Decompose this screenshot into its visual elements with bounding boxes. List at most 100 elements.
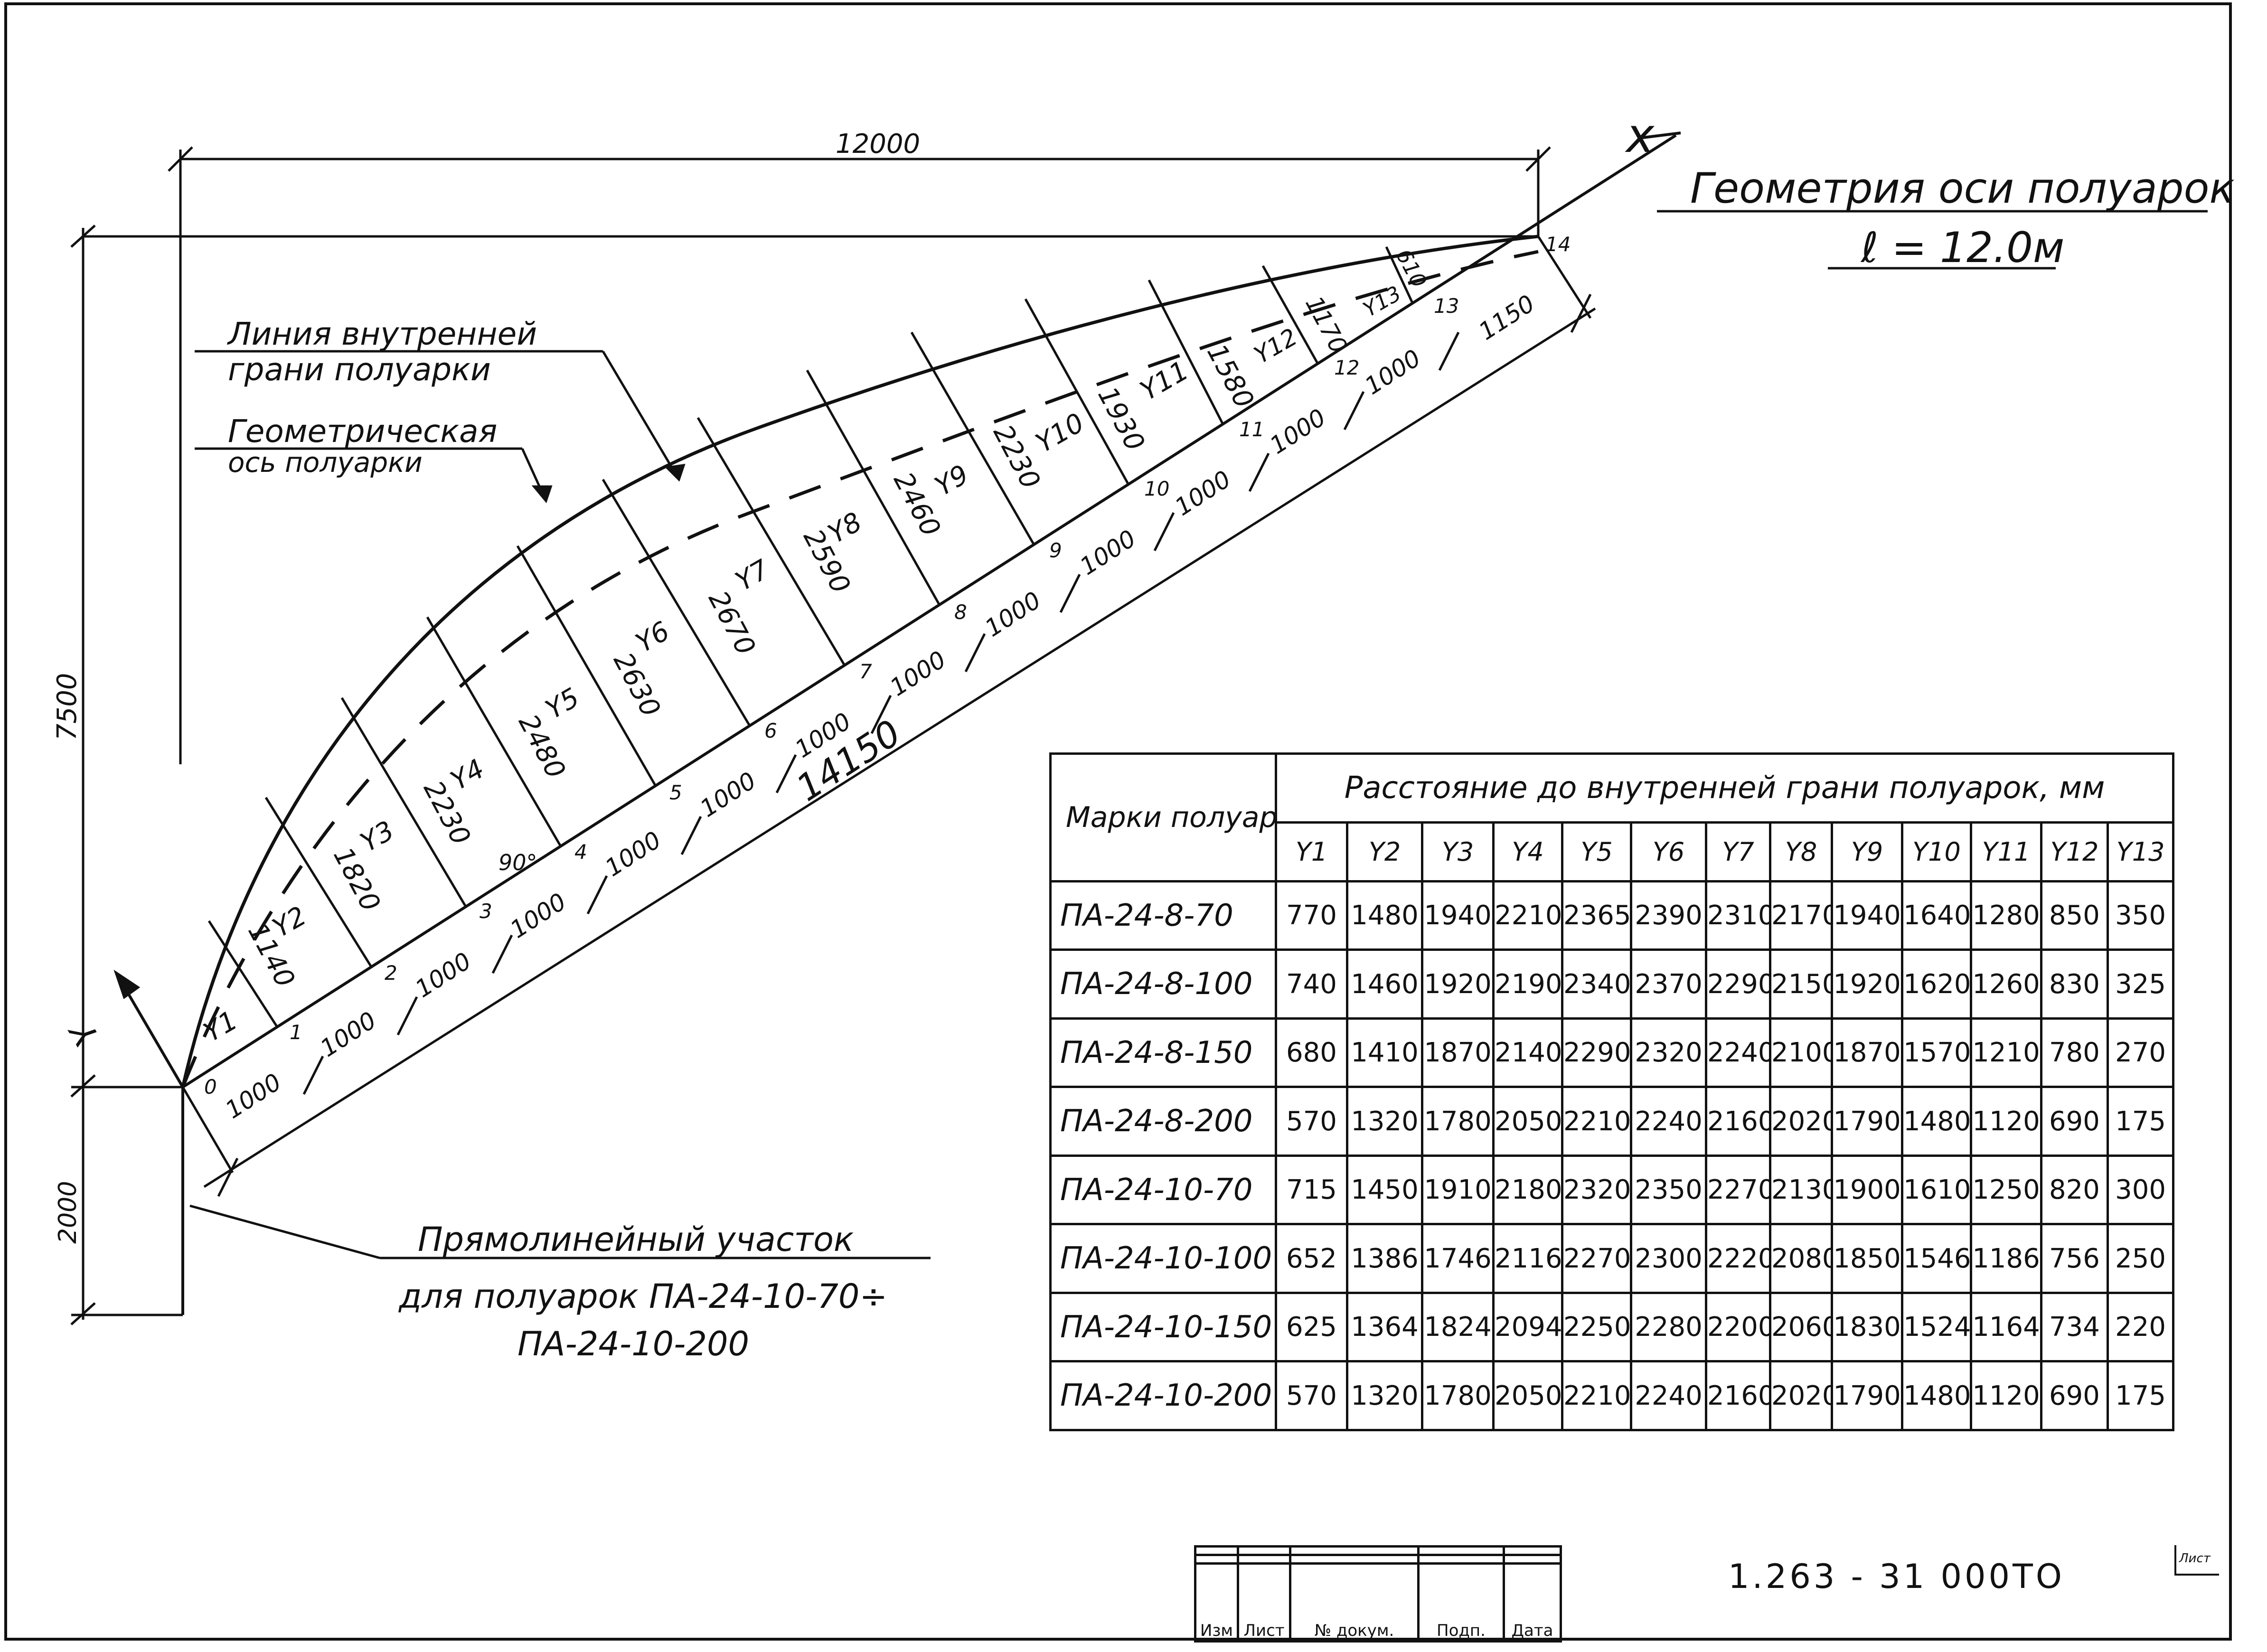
point-number-14: 14 (1545, 233, 1571, 256)
value-cell: 1780 (1421, 1360, 1495, 1431)
value-cell: 2140 (1492, 1017, 1563, 1089)
mark-cell: ПА-24-10-200 (1049, 1360, 1277, 1431)
value-cell: 1780 (1421, 1086, 1495, 1157)
sheet-frame (4, 2, 2232, 1641)
note-straight-line1: Прямолинейный участок (418, 1220, 854, 1259)
table-subheader-row: Y1 Y2 Y3 Y4 Y5 Y6 Y7 Y8 Y9 Y10 Y11 Y12 Y… (1051, 821, 2175, 882)
value-cell: 820 (2040, 1154, 2109, 1226)
value-cell: 652 (1275, 1223, 1348, 1294)
value-cell: 2320 (1561, 1154, 1632, 1226)
value-cell: 1480 (1346, 880, 1423, 951)
table-header-row: Марки полуарок Расстояние до внутренней … (1049, 752, 2175, 882)
value-cell: 325 (2106, 948, 2175, 1020)
value-cell: 690 (2040, 1086, 2109, 1157)
value-cell: 570 (1275, 1086, 1348, 1157)
value-cell: 2050 (1492, 1360, 1563, 1431)
value-cell: 1480 (1901, 1360, 1972, 1431)
value-cell: 734 (2040, 1291, 2109, 1363)
value-cell: 2365 (1561, 880, 1632, 951)
dim-height-7500 (70, 225, 1538, 1325)
value-cell: 2100 (1769, 1017, 1833, 1089)
y-header: Y8 (1769, 821, 1833, 882)
value-cell: 1450 (1346, 1154, 1423, 1226)
point-number-1: 1 (290, 1021, 302, 1044)
stamp-col-doc: № докум. (1289, 1562, 1420, 1643)
note-straight-line3: ПА-24-10-200 (517, 1324, 750, 1363)
value-cell: 350 (2106, 880, 2175, 951)
chord-ticks (217, 293, 1592, 1197)
value-cell: 2200 (1705, 1291, 1771, 1363)
value-cell: 250 (2106, 1223, 2175, 1294)
note-straight-line2: для полуарок ПА-24-10-70÷ (399, 1277, 888, 1316)
value-cell: 1164 (1970, 1291, 2042, 1363)
ordinate-lines (207, 246, 1414, 1027)
dim-span-label: 12000 (836, 129, 920, 160)
value-cell: 2340 (1561, 948, 1632, 1020)
value-cell: 1640 (1901, 880, 1972, 951)
y-header: Y2 (1346, 821, 1423, 882)
value-cell: 2210 (1492, 880, 1563, 951)
value-cell: 1280 (1970, 880, 2042, 951)
value-cell: 2150 (1769, 948, 1833, 1020)
value-cell: 2210 (1561, 1360, 1632, 1431)
value-cell: 1570 (1901, 1017, 1972, 1089)
value-cell: 1120 (1970, 1086, 2042, 1157)
col-mark-header: Марки полуарок (1049, 752, 1277, 882)
point-number-8: 8 (954, 601, 967, 624)
value-cell: 1830 (1831, 1291, 1903, 1363)
y-header: Y3 (1421, 821, 1495, 882)
value-cell: 1320 (1346, 1360, 1423, 1431)
value-cell: 1900 (1831, 1154, 1903, 1226)
value-cell: 2130 (1769, 1154, 1833, 1226)
y-header: Y9 (1831, 821, 1903, 882)
title-line1: Геометрия оси полуарок (1690, 164, 2235, 213)
y-header: Y13 (2106, 821, 2175, 882)
value-cell: 2160 (1705, 1360, 1771, 1431)
value-cell: 270 (2106, 1017, 2175, 1089)
dim-chord-14150 (181, 235, 1596, 1188)
value-cell: 2116 (1492, 1223, 1563, 1294)
value-cell: 1940 (1421, 880, 1495, 951)
value-cell: 2310 (1705, 880, 1771, 951)
axis-x-label: x (1625, 108, 1655, 163)
point-number-12: 12 (1334, 356, 1360, 379)
value-cell: 715 (1275, 1154, 1348, 1226)
title-line2: ℓ = 12.0м (1861, 223, 2065, 272)
value-cell: 770 (1275, 880, 1348, 951)
value-cell: 2170 (1769, 880, 1833, 951)
revision-stamp: Изм Лист № докум. Подп. Дата (1194, 1545, 1562, 1643)
value-cell: 756 (2040, 1223, 2109, 1294)
value-cell: 1910 (1421, 1154, 1495, 1226)
value-cell: 690 (2040, 1360, 2109, 1431)
value-cell: 1790 (1831, 1086, 1903, 1157)
label-leaders (189, 210, 2208, 1259)
label-geometric-axis-line2: ось полуарки (228, 446, 423, 479)
value-cell: 2220 (1705, 1223, 1771, 1294)
value-cell: 2180 (1492, 1154, 1563, 1226)
value-cell: 570 (1275, 1360, 1348, 1431)
value-cell: 625 (1275, 1291, 1348, 1363)
value-cell: 1250 (1970, 1154, 2042, 1226)
value-cell: 2300 (1630, 1223, 1707, 1294)
label-inner-face-line1: Линия внутренней (228, 316, 537, 352)
value-cell: 1364 (1346, 1291, 1423, 1363)
value-cell: 850 (2040, 880, 2109, 951)
sheet-label-box (2174, 1545, 2219, 1576)
value-cell: 1410 (1346, 1017, 1423, 1089)
point-number-10: 10 (1144, 477, 1170, 500)
value-cell: 1186 (1970, 1223, 2042, 1294)
mark-cell: ПА-24-8-200 (1049, 1086, 1277, 1157)
value-cell: 1620 (1901, 948, 1972, 1020)
stamp-col-izm: Изм (1194, 1562, 1239, 1643)
value-cell: 1870 (1421, 1017, 1495, 1089)
label-geometric-axis-line1: Геометрическая (228, 413, 498, 450)
point-number-2: 2 (385, 961, 397, 985)
value-cell: 1746 (1421, 1223, 1495, 1294)
